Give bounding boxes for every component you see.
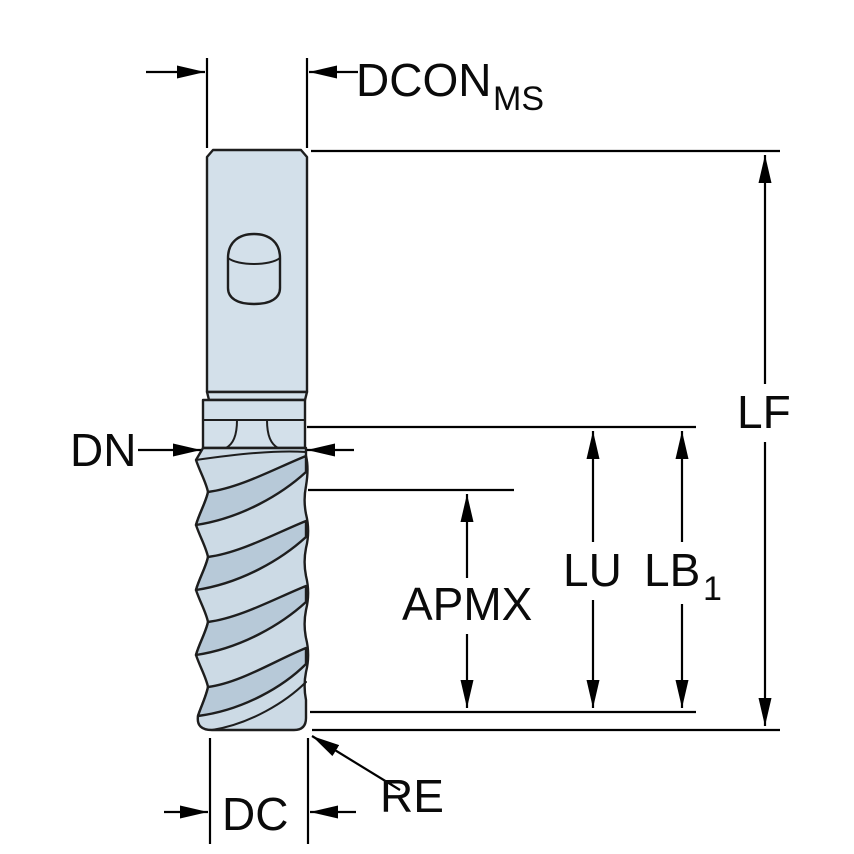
helix-edge <box>195 450 307 461</box>
label-lb1-subscript: 1 <box>703 570 722 608</box>
label-lf: LF <box>737 386 791 438</box>
label-dc: DC <box>222 788 288 840</box>
flute-groove <box>194 584 308 657</box>
label-apmx: APMX <box>402 578 532 630</box>
helix-edge <box>211 681 307 731</box>
label-dcon-subscript: MS <box>493 80 544 118</box>
dimension-lines <box>138 58 780 844</box>
label-lb1: LB <box>644 544 700 596</box>
label-dn: DN <box>70 424 136 476</box>
end-mill-tool <box>194 148 310 732</box>
re-leader-arrow <box>311 735 401 791</box>
label-dcon: DCON <box>356 54 491 106</box>
label-lu: LU <box>563 544 622 596</box>
flute-groove <box>196 646 308 718</box>
dimension-labels: DCON MS LF DN APMX LU LB 1 DC RE <box>70 54 791 840</box>
flute-groove <box>194 454 308 527</box>
label-re: RE <box>380 770 444 822</box>
flute-groove <box>194 519 308 592</box>
weldon-flat-equator-line <box>227 257 281 265</box>
neck <box>201 398 307 450</box>
weldon-flat <box>226 232 282 306</box>
